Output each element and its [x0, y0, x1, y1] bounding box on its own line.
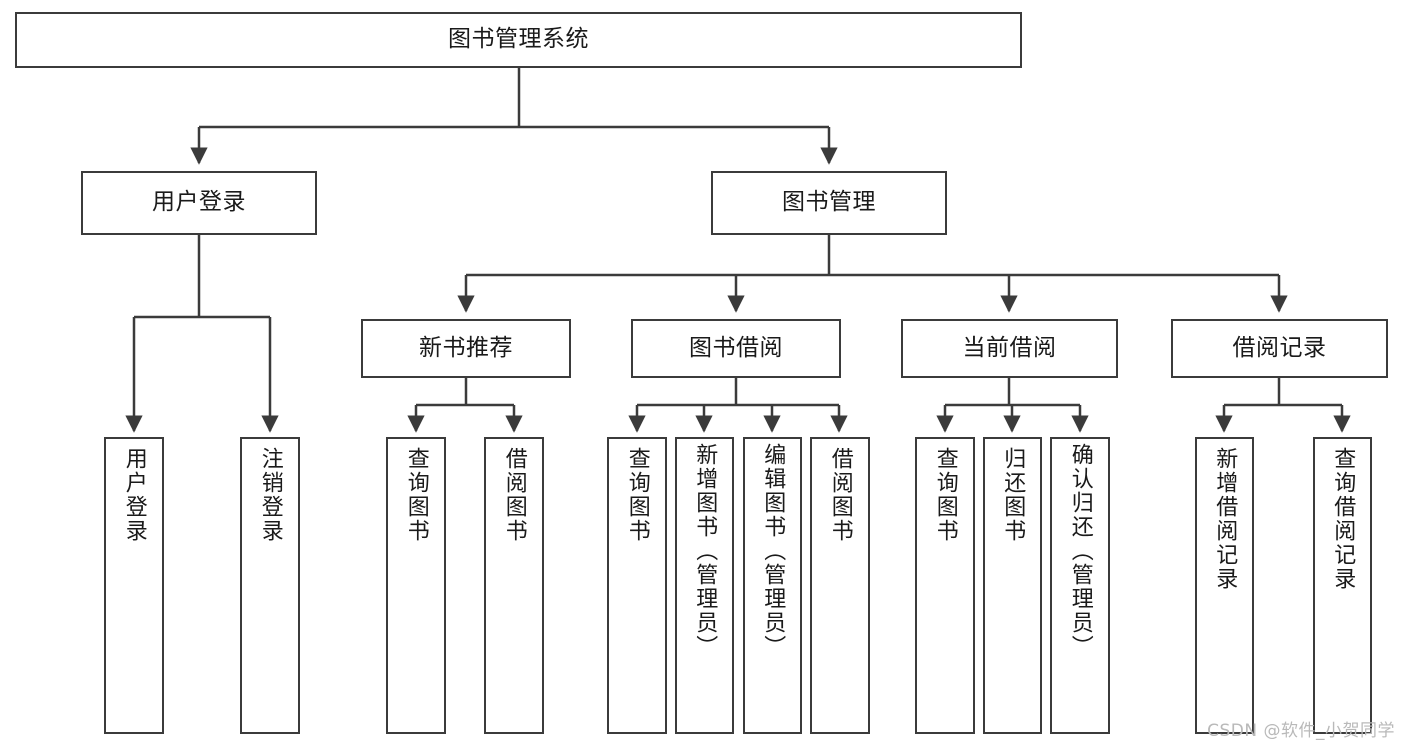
leaf-query-book-borrow[interactable]: 查询图书: [607, 437, 667, 734]
node-label: 图书管理系统: [448, 26, 589, 53]
leaf-query-book-recommend[interactable]: 查询图书: [386, 437, 446, 734]
node-label: 借阅图书: [501, 447, 527, 543]
leaf-add-book-admin[interactable]: 新增图书（管理员）: [675, 437, 734, 734]
leaf-add-borrow-record[interactable]: 新增借阅记录: [1195, 437, 1254, 734]
leaf-user-login[interactable]: 用户登录: [104, 437, 164, 734]
node-label: 查询借阅记录: [1330, 447, 1356, 591]
node-label: 用户登录: [121, 447, 147, 543]
leaf-confirm-return-admin[interactable]: 确认归还（管理员）: [1050, 437, 1110, 734]
node-label: 图书管理: [782, 189, 876, 216]
node-label: 借阅记录: [1232, 334, 1327, 361]
node-label: 查询图书: [932, 447, 958, 543]
node-label: 归还图书: [1000, 447, 1026, 543]
node-label: 图书借阅: [689, 334, 783, 361]
node-root-book-management-system[interactable]: 图书管理系统: [15, 12, 1022, 68]
node-label: 编辑图书（管理员）: [760, 443, 786, 659]
node-label: 新书推荐: [419, 334, 513, 361]
node-label: 当前借阅: [962, 334, 1057, 361]
node-user-login[interactable]: 用户登录: [81, 171, 317, 235]
leaf-query-book-current[interactable]: 查询图书: [915, 437, 975, 734]
node-label: 借阅图书: [827, 447, 853, 543]
node-book-management[interactable]: 图书管理: [711, 171, 947, 235]
leaf-borrow-book-recommend[interactable]: 借阅图书: [484, 437, 544, 734]
node-new-book-recommend[interactable]: 新书推荐: [361, 319, 571, 378]
node-current-borrow[interactable]: 当前借阅: [901, 319, 1118, 378]
leaf-borrow-book[interactable]: 借阅图书: [810, 437, 870, 734]
node-book-borrow[interactable]: 图书借阅: [631, 319, 841, 378]
node-label: 查询图书: [403, 447, 429, 543]
leaf-logout-login[interactable]: 注销登录: [240, 437, 300, 734]
node-label: 注销登录: [257, 447, 283, 543]
leaf-edit-book-admin[interactable]: 编辑图书（管理员）: [743, 437, 802, 734]
node-borrow-records[interactable]: 借阅记录: [1171, 319, 1388, 378]
node-label: 新增借阅记录: [1212, 447, 1238, 591]
node-label: 新增图书（管理员）: [692, 443, 718, 659]
node-label: 用户登录: [152, 189, 246, 216]
node-label: 确认归还（管理员）: [1067, 443, 1093, 659]
leaf-return-book[interactable]: 归还图书: [983, 437, 1042, 734]
watermark-text: CSDN @软件_小贺同学: [1207, 721, 1395, 741]
node-label: 查询图书: [624, 447, 650, 543]
leaf-query-borrow-record[interactable]: 查询借阅记录: [1313, 437, 1372, 734]
